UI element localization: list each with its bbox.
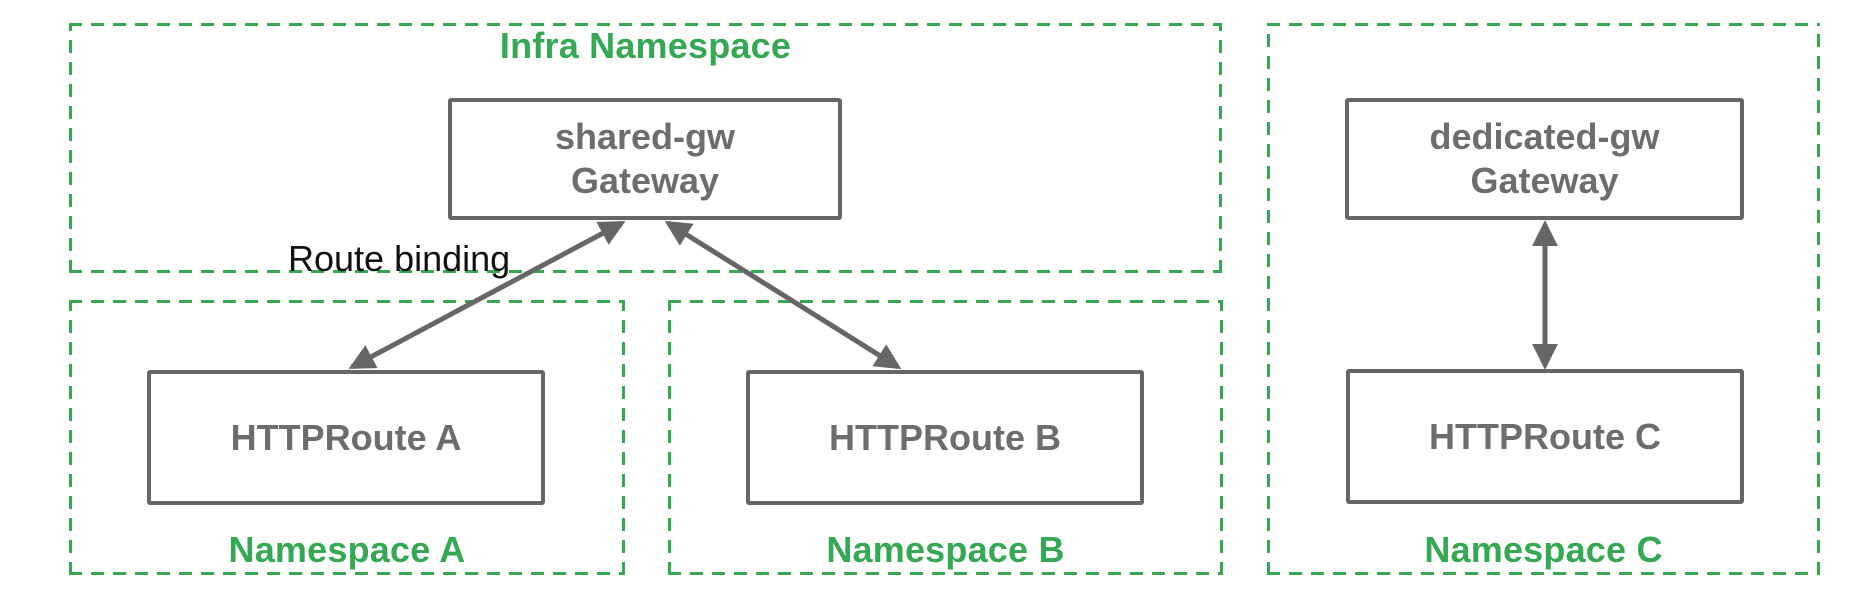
namespace-b-title: Namespace B	[826, 529, 1065, 570]
httproute-c-label: HTTPRoute C	[1429, 415, 1661, 457]
dedicated-gw-name: dedicated-gw	[1429, 116, 1660, 157]
node-dedicated-gw-gateway: dedicated-gw Gateway	[1345, 98, 1744, 220]
namespace-a-title: Namespace A	[228, 529, 466, 570]
dedicated-gw-kind: Gateway	[1470, 160, 1619, 201]
node-shared-gw-gateway: shared-gw Gateway	[448, 98, 842, 220]
httproute-a-label: HTTPRoute A	[230, 416, 462, 458]
node-httproute-a: HTTPRoute A	[147, 370, 545, 505]
shared-gw-kind: Gateway	[570, 160, 720, 201]
namespace-a: HTTPRoute A Namespace A	[69, 300, 625, 575]
namespace-b: HTTPRoute B Namespace B	[668, 300, 1223, 575]
namespace-c: dedicated-gw Gateway HTTPRoute C Namespa…	[1267, 23, 1820, 575]
node-httproute-c: HTTPRoute C	[1346, 369, 1744, 504]
namespace-c-title: Namespace C	[1424, 529, 1663, 570]
route-binding-label: Route binding	[288, 238, 511, 279]
namespace-infra: Infra Namespace shared-gw Gateway	[69, 23, 1222, 273]
httproute-b-label: HTTPRoute B	[829, 416, 1061, 458]
namespace-infra-title: Infra Namespace	[499, 25, 792, 66]
node-httproute-b: HTTPRoute B	[746, 370, 1144, 505]
shared-gw-name: shared-gw	[554, 116, 736, 157]
